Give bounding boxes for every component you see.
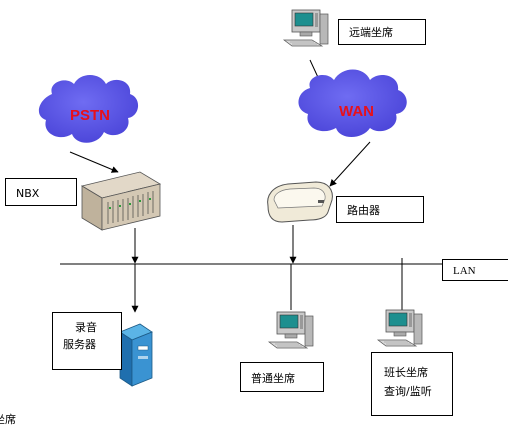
wan-cloud-icon <box>298 69 407 137</box>
cut-off-text: 坐席 <box>0 413 16 426</box>
recording-server-line-2: 服务器 <box>63 338 96 352</box>
recording-server-icon <box>119 323 153 387</box>
normal-agent-label: 普通坐席 <box>240 362 324 392</box>
nbx-text: NBX <box>16 187 40 200</box>
supervisor-computer-icon <box>377 309 423 347</box>
nbx-label: NBX <box>5 178 77 206</box>
lan-text: LAN <box>453 265 476 277</box>
normal-agent-text: 普通坐席 <box>251 372 295 385</box>
link-pstn-to-nbx <box>69 151 119 173</box>
supervisor-line-2: 查询/监听 <box>384 385 432 399</box>
nbx-pbx-icon <box>80 171 162 231</box>
lan-label: LAN <box>442 259 508 281</box>
supervisor-line-1: 班长坐席 <box>384 366 428 379</box>
router-icon <box>267 181 333 223</box>
remote-agent-text: 远端坐席 <box>349 26 393 39</box>
link-wan-to-router <box>329 141 371 187</box>
remote-agent-label: 远端坐席 <box>338 19 426 45</box>
recording-server-label: 录音 服务器 <box>52 312 122 370</box>
remote-agent-computer-icon <box>283 9 329 47</box>
normal-agent-computer-icon <box>268 311 314 349</box>
pstn-label: PSTN <box>70 107 110 124</box>
connection-lines <box>60 59 500 313</box>
recording-server-line-1: 录音 <box>75 321 97 334</box>
wan-label: WAN <box>339 103 374 120</box>
supervisor-label: 班长坐席 查询/监听 <box>371 352 453 416</box>
router-text: 路由器 <box>347 204 380 217</box>
router-label: 路由器 <box>336 196 424 223</box>
pstn-cloud-icon <box>38 75 139 143</box>
